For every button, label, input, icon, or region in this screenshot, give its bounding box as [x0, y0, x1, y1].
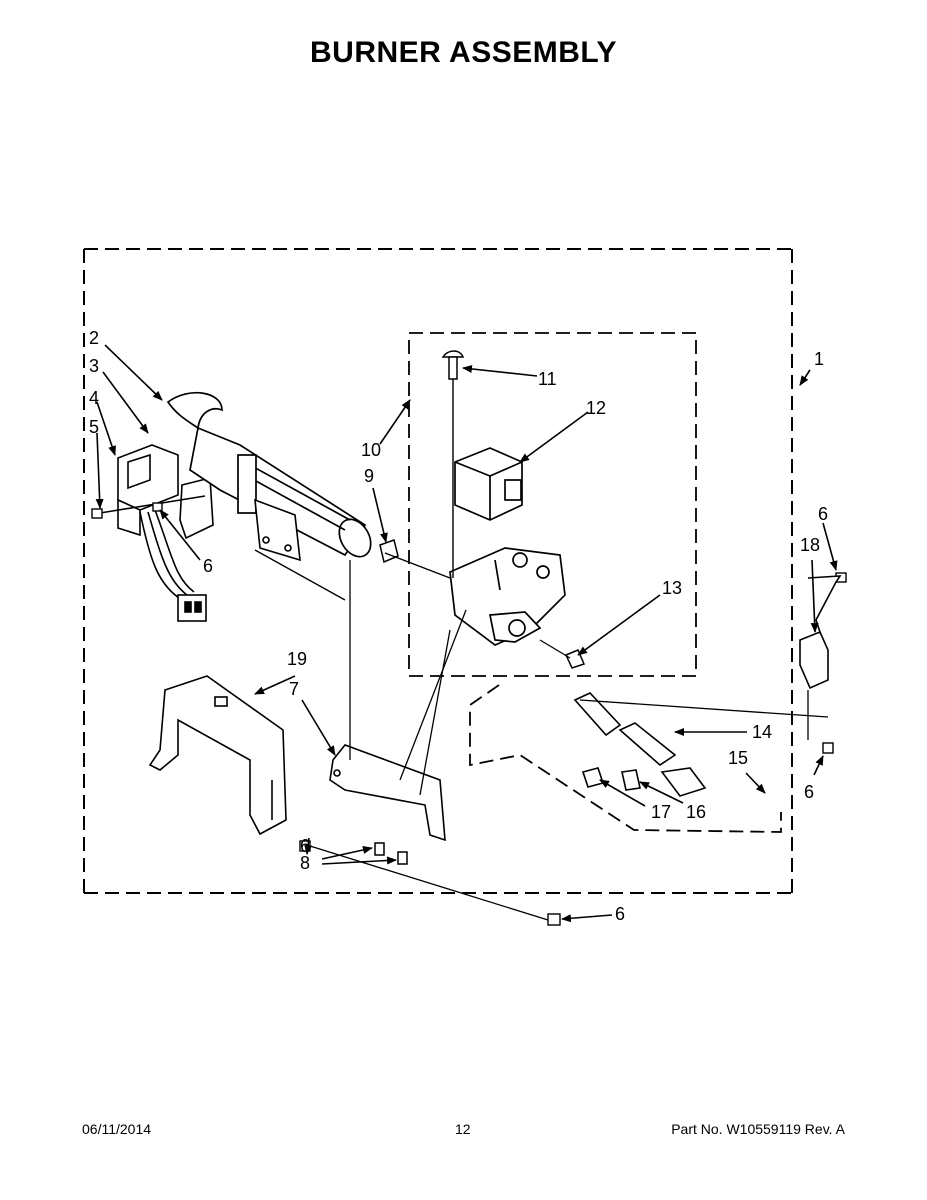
- callout-15: 15: [728, 748, 748, 768]
- coil-subassembly-boundary: [469, 684, 782, 833]
- callout-14: 14: [752, 722, 772, 742]
- callout-3: 3: [89, 356, 99, 376]
- footer-page-number: 12: [455, 1121, 471, 1137]
- callout-12: 12: [586, 398, 606, 418]
- gas-valve: [449, 547, 566, 646]
- callout-1: 1: [814, 349, 824, 369]
- callout-13: 13: [662, 578, 682, 598]
- callout-10: 10: [361, 440, 381, 460]
- igniter-wire-harness: [139, 509, 207, 622]
- igniter-bracket: [99, 444, 214, 540]
- callout-19: 19: [287, 649, 307, 669]
- callout-6-right-bottom: 6: [804, 782, 814, 802]
- callout-17: 17: [651, 802, 671, 822]
- mounting-bracket: [148, 675, 287, 836]
- callout-5: 5: [89, 417, 99, 437]
- callout-4: 4: [89, 388, 99, 408]
- burner-tube: [166, 391, 372, 558]
- callout-16: 16: [686, 802, 706, 822]
- screw-11: [441, 350, 465, 380]
- callout-7: 7: [289, 679, 299, 699]
- leader-lines: [254, 549, 829, 921]
- callout-8: 8: [300, 853, 310, 873]
- flame-sensor-bracket: [254, 498, 301, 562]
- callout-9: 9: [364, 466, 374, 486]
- footer-part-number: Part No. W10559119 Rev. A: [671, 1121, 845, 1137]
- orifice-fitting: [379, 539, 399, 564]
- page-title: BURNER ASSEMBLY: [310, 36, 617, 69]
- sensor-bracket: [799, 575, 842, 690]
- callout-11: 11: [538, 369, 557, 389]
- callout-6-left: 6: [203, 556, 213, 576]
- valve-coil: [454, 447, 523, 521]
- callout-18: 18: [800, 535, 820, 555]
- fitting-nuts: [581, 767, 707, 797]
- burner-bracket: [329, 744, 446, 842]
- callout-6-right-top: 6: [818, 504, 828, 524]
- callout-2: 2: [89, 328, 99, 348]
- assembly-boundary: [83, 248, 793, 894]
- callout-6-bottom: 6: [615, 904, 625, 924]
- gas-tube: [573, 692, 677, 767]
- footer-date: 06/11/2014: [82, 1121, 152, 1137]
- screws-8: [374, 842, 408, 865]
- callout-6-bracket: 6: [300, 836, 310, 856]
- callout-arrows: [95, 344, 838, 923]
